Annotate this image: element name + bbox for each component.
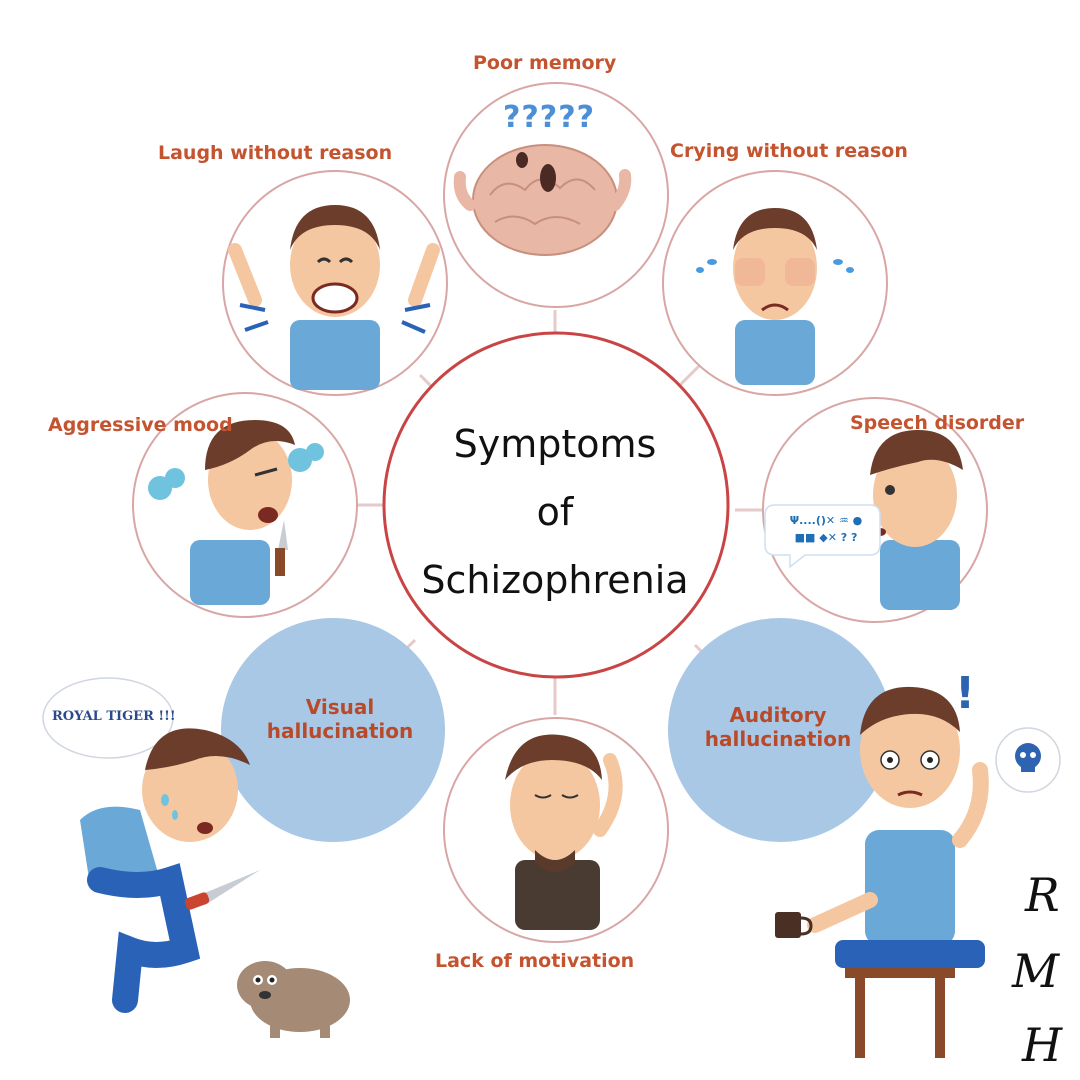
label-visual-line1: Visual (305, 695, 375, 719)
skull-icon (1015, 743, 1041, 772)
sitting-man-figure (775, 686, 1061, 1058)
center-circle (382, 331, 730, 679)
tear-drops-icon (696, 259, 854, 273)
unmotivated-man-figure (505, 734, 623, 930)
royal-tiger-bubble (42, 677, 174, 759)
label-lack-of-motivation: Lack of motivation (435, 950, 635, 972)
speech-bubble (764, 504, 881, 569)
center-title-line2: of (536, 490, 574, 534)
coffee-cup-icon (775, 912, 813, 938)
steam-puff-icon (148, 443, 324, 500)
label-visual-hallucination: Visual hallucination (255, 695, 425, 743)
knife-icon (275, 520, 288, 576)
label-visual-line2: hallucination (266, 719, 414, 743)
speech-disorder-figure (764, 430, 963, 610)
label-speech-disorder: Speech disorder (850, 412, 1025, 434)
angry-man-figure (148, 420, 324, 605)
speech-symbols: Ψ....()✕ ♒ ● ■■ ◆✕ ? ? (778, 512, 874, 546)
visual-hallucination-circle (221, 618, 445, 842)
scared-man-figure (42, 677, 260, 1013)
exclamation-mark: ! (955, 668, 976, 719)
label-laugh-without-reason: Laugh without reason (158, 142, 393, 164)
monogram-m: M (1012, 944, 1060, 998)
monogram-h: H (1022, 1018, 1063, 1072)
question-marks: ????? (503, 100, 596, 135)
speech-symbols-line1: Ψ....()✕ ♒ ● (789, 514, 863, 527)
center-title-line3: Schizophrenia (421, 558, 689, 602)
brain-figure (453, 144, 632, 256)
monogram-r: R (1025, 868, 1060, 922)
label-poor-memory: Poor memory (473, 52, 617, 74)
crying-man-figure (696, 208, 854, 385)
stool (845, 968, 955, 1058)
auditory-hallucination-circle (668, 618, 892, 842)
label-aggressive-mood: Aggressive mood (48, 414, 233, 436)
center-title-line1: Symptoms (453, 422, 657, 466)
dog-figure (237, 961, 350, 1038)
laughing-man-figure (228, 205, 440, 390)
label-crying-without-reason: Crying without reason (670, 140, 908, 162)
speech-symbols-line2: ■■ ◆✕ ? ? (794, 531, 858, 544)
label-auditory-hallucination: Auditory hallucination (693, 703, 863, 751)
label-auditory-line2: hallucination (704, 727, 852, 751)
center-title: Symptoms of Schizophrenia (385, 410, 725, 614)
label-auditory-line1: Auditory (729, 703, 827, 727)
knife-icon (184, 870, 260, 910)
royal-tiger-text: ROYAL TIGER !!! (52, 709, 176, 724)
